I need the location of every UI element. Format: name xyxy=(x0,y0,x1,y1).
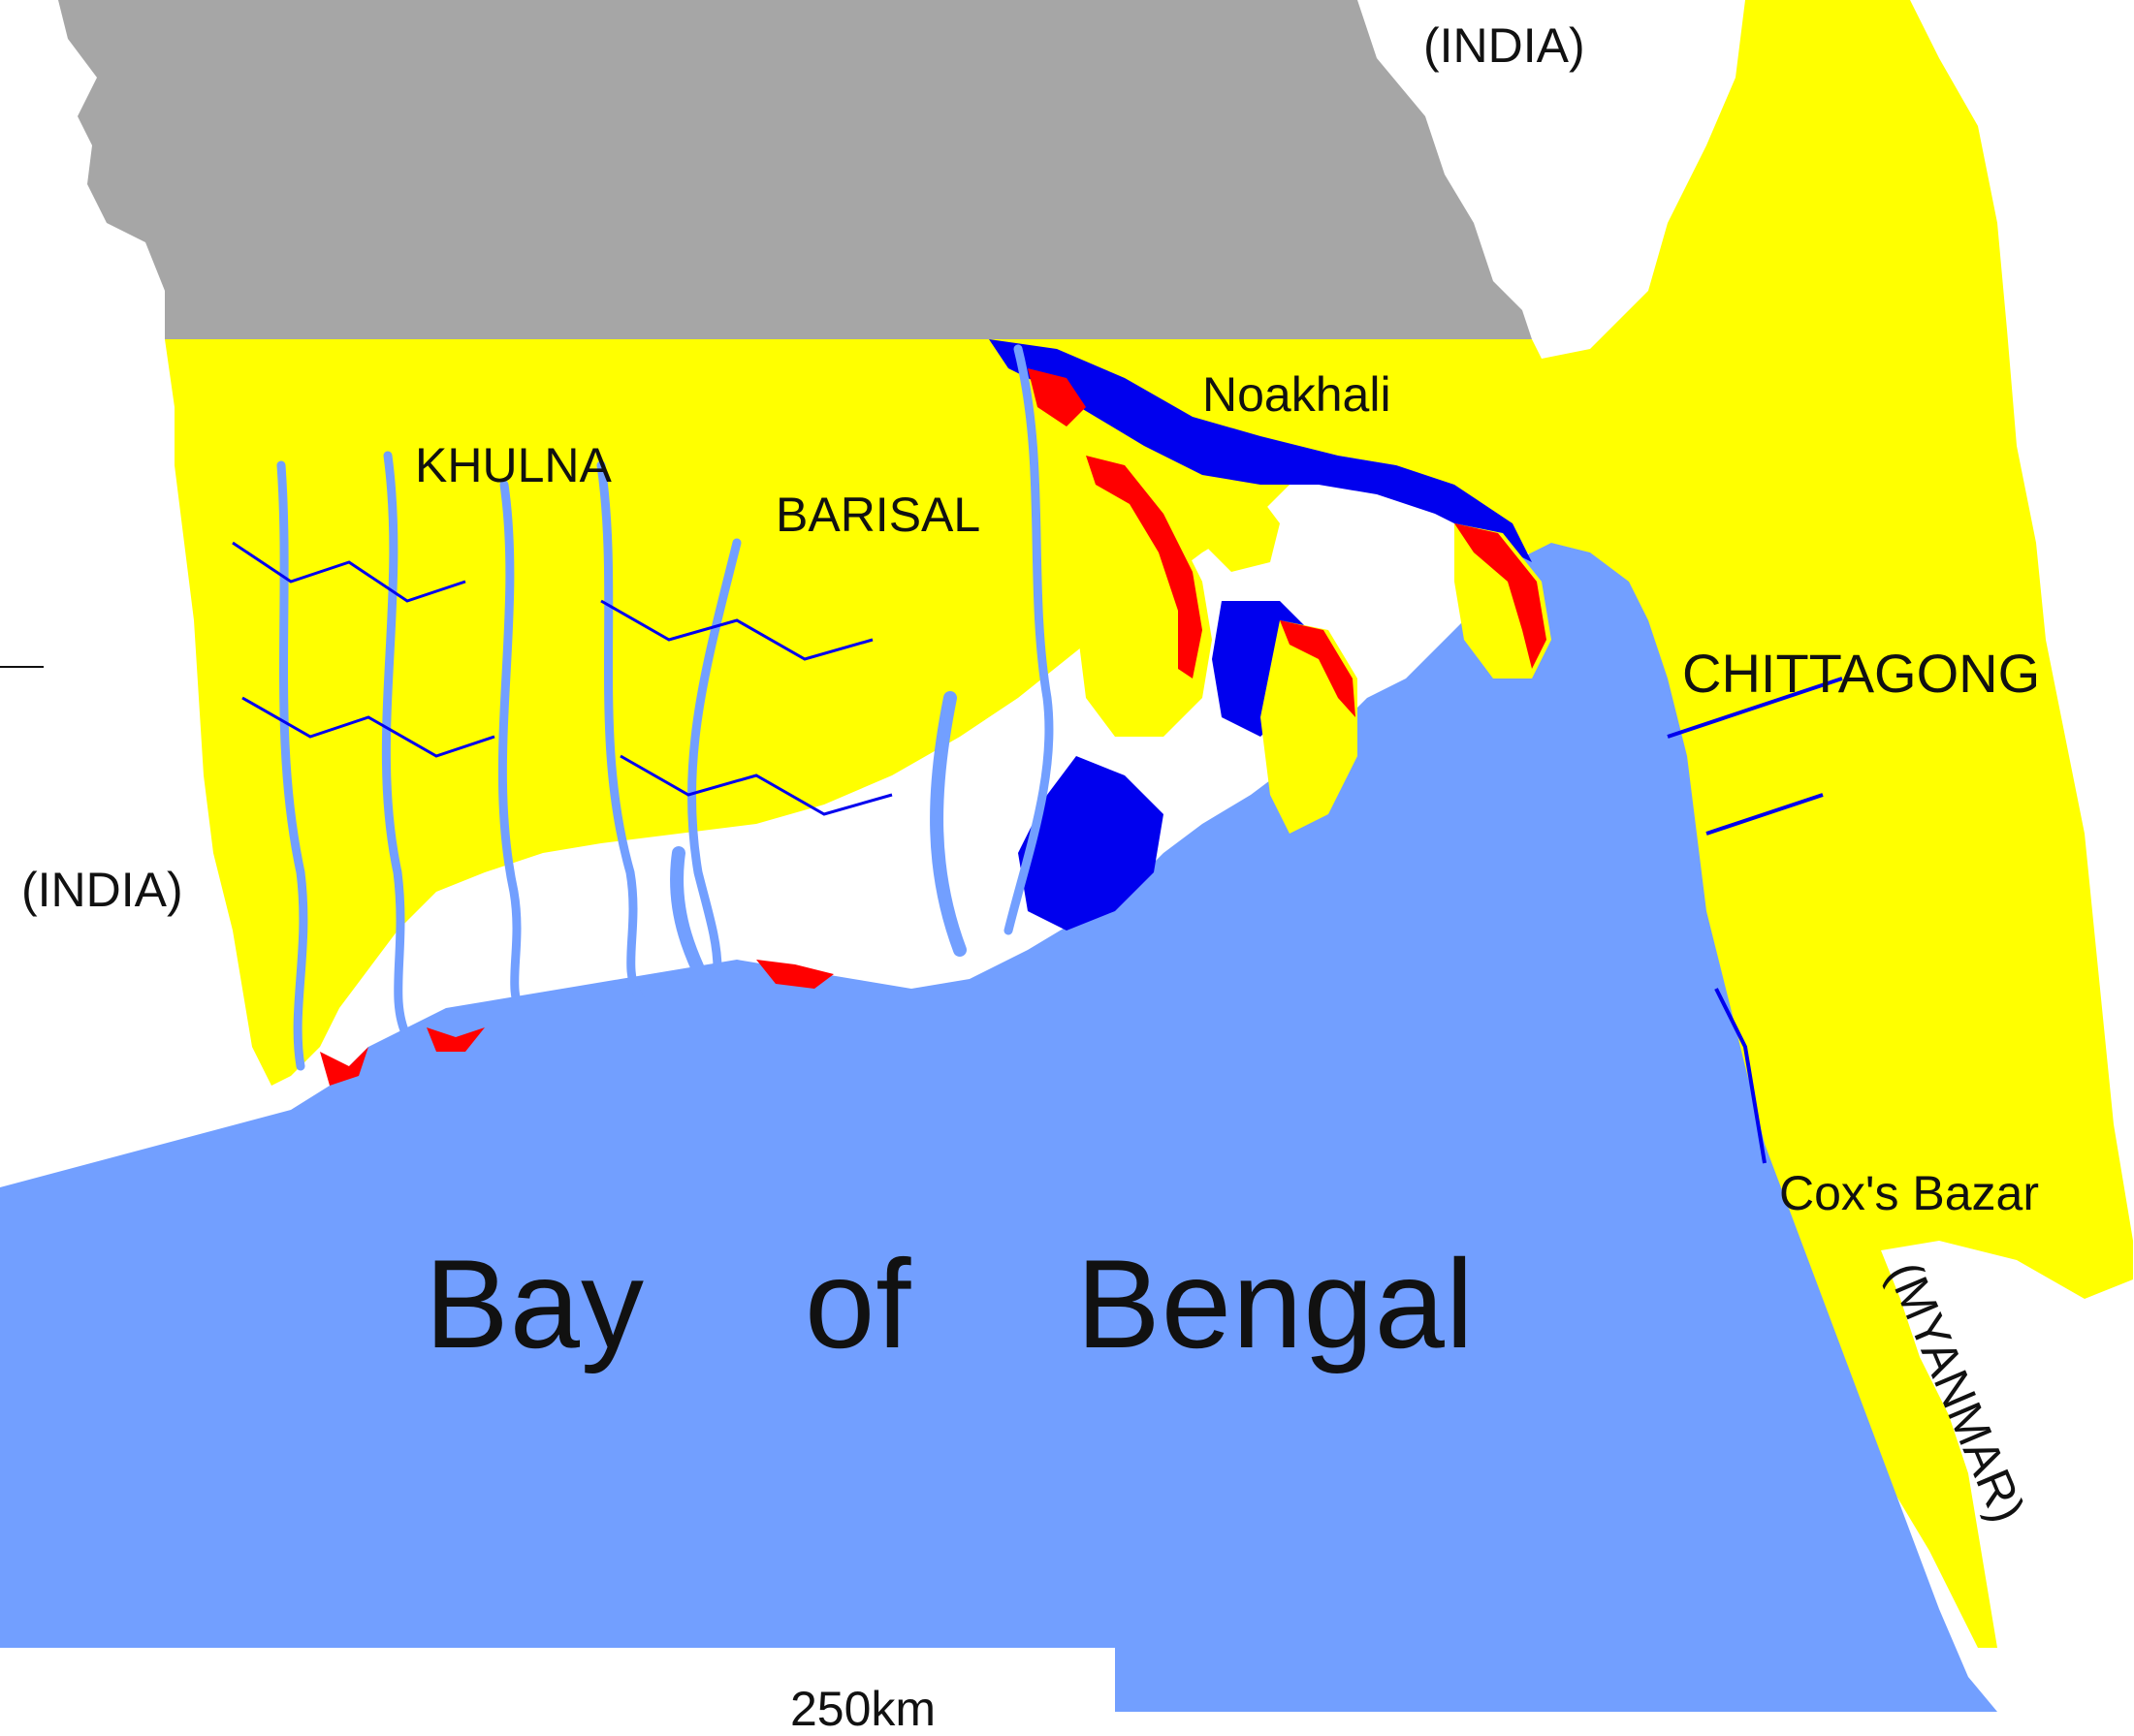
island-small-1 xyxy=(1202,485,1280,572)
khulna-bay-channels xyxy=(670,691,967,1015)
meghna-channel-lower xyxy=(1018,756,1163,931)
erosion-sandwip xyxy=(1454,523,1546,669)
tributary-3 xyxy=(600,599,874,661)
scale-label: 250km xyxy=(790,1682,937,1736)
india-land-north xyxy=(58,0,1532,339)
tributary-2 xyxy=(241,696,495,758)
label-khulna: KHULNA xyxy=(415,438,612,492)
coast-channel xyxy=(1714,988,1767,1164)
label-bengal: Bengal xyxy=(1076,1233,1475,1374)
label-coxs-bazar: Cox's Bazar xyxy=(1779,1166,2039,1220)
river-1 xyxy=(276,460,308,1071)
bay-of-bengal-sea xyxy=(0,543,1997,1712)
erosion-bhola xyxy=(1086,456,1202,679)
river-4 xyxy=(596,460,645,1003)
meghna-estuary xyxy=(989,339,1532,562)
label-noakhali: Noakhali xyxy=(1202,367,1391,422)
erosion-coast-mid xyxy=(427,1027,485,1052)
erosion-estuary-north xyxy=(1028,368,1086,426)
erosion-hatiya xyxy=(1280,620,1355,717)
river-3 xyxy=(497,480,528,1023)
label-india-north: (INDIA) xyxy=(1423,18,1585,73)
erosion-barisal-coast xyxy=(756,960,834,989)
delta-tributaries xyxy=(232,541,893,816)
erosion-coast-west xyxy=(320,1047,368,1086)
chittagong-coast-rivers xyxy=(1667,677,1843,1164)
channel-a xyxy=(670,846,724,1015)
channel-b xyxy=(930,691,967,957)
karnaphuli-river xyxy=(1667,677,1843,739)
sangu-river xyxy=(1705,793,1824,836)
label-bay: Bay xyxy=(425,1233,646,1374)
label-barisal: BARISAL xyxy=(776,488,981,542)
label-india-west: (INDIA) xyxy=(21,863,183,917)
river-6 xyxy=(1003,344,1054,935)
label-of: of xyxy=(805,1233,912,1374)
tributary-4 xyxy=(620,754,893,816)
river-2 xyxy=(381,451,412,1042)
tributary-1 xyxy=(232,541,466,603)
label-chittagong: CHITTAGONG xyxy=(1682,643,2041,704)
bangladesh-land xyxy=(165,0,2133,1648)
